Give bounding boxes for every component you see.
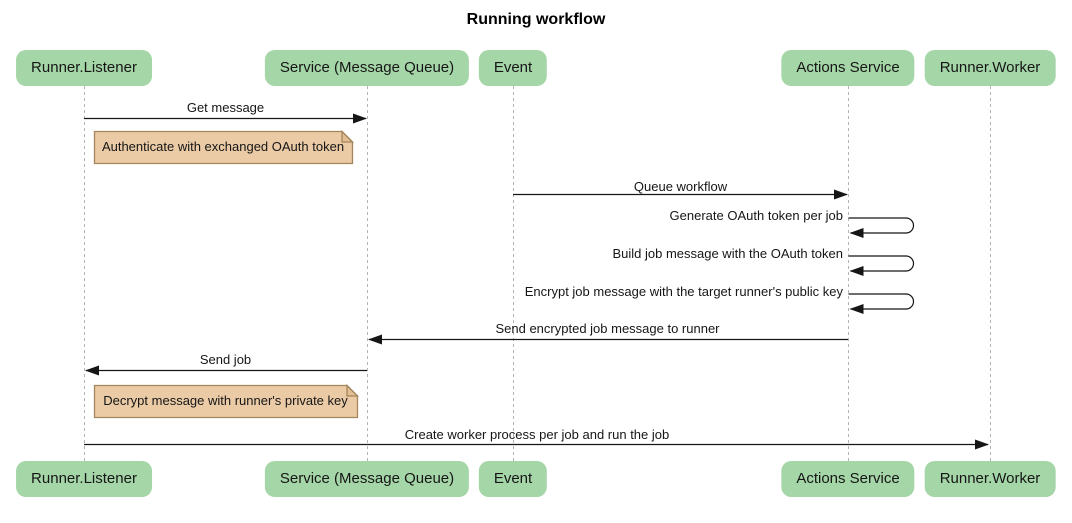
message-label-encrypt-job-message: Encrypt job message with the target runn… [524, 284, 843, 299]
message-arrows [84, 113, 989, 450]
message-label-get-message: Get message [186, 100, 265, 115]
note-shape-authenticate [93, 130, 354, 165]
note-shape-decrypt [93, 384, 359, 419]
participant-top-runner-worker: Runner.Worker [924, 50, 1056, 86]
message-label-generate-oauth-token: Generate OAuth token per job [669, 208, 843, 223]
participant-bottom-runner-listener: Runner.Listener [16, 461, 152, 497]
message-label-queue-workflow: Queue workflow [633, 179, 728, 194]
note-shapes [93, 129, 360, 419]
participant-bottom-runner-worker: Runner.Worker [924, 461, 1056, 497]
participant-top-event: Event [478, 50, 548, 86]
participant-top-service-message-queue: Service (Message Queue) [264, 50, 470, 86]
participant-bottom-actions-service: Actions Service [781, 461, 915, 497]
participant-bottom-service-message-queue: Service (Message Queue) [264, 461, 470, 497]
message-label-send-job: Send job [199, 352, 252, 367]
participant-top-actions-service: Actions Service [781, 50, 915, 86]
note-decrypt-private-key: Decrypt message with runner's private ke… [103, 393, 348, 408]
participant-bottom-event: Event [478, 461, 548, 497]
note-fold-authenticate [341, 129, 355, 143]
note-authenticate-oauth: Authenticate with exchanged OAuth token [101, 139, 345, 154]
message-label-build-job-message: Build job message with the OAuth token [612, 246, 843, 261]
self-loop-build-job-message [848, 255, 915, 276]
self-loop-generate-oauth-token [848, 217, 915, 238]
message-label-create-worker-process: Create worker process per job and run th… [404, 427, 670, 442]
participant-top-runner-listener: Runner.Listener [16, 50, 152, 86]
lifelines [84, 86, 991, 461]
note-fold-decrypt [346, 383, 360, 397]
message-label-send-encrypted-message: Send encrypted job message to runner [495, 321, 720, 336]
diagram-title: Running workflow [466, 11, 606, 28]
self-loop-encrypt-job-message [848, 293, 915, 314]
